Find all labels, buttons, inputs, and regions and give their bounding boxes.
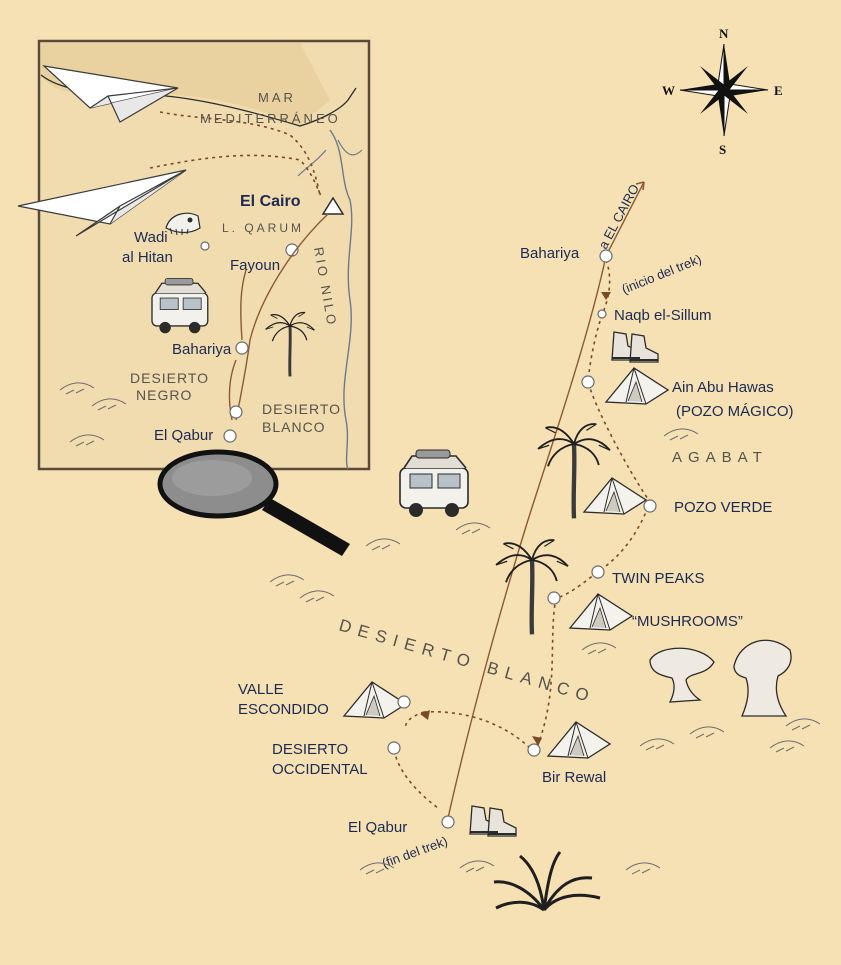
pozo-verde-label: POZO VERDE xyxy=(674,499,772,516)
van-icon xyxy=(399,449,469,518)
sea-label-line1: MAR xyxy=(258,90,296,105)
inset-route xyxy=(235,213,329,421)
ain-dot xyxy=(581,375,595,389)
naqb-label: Naqb el-Sillum xyxy=(614,307,712,324)
twin-peaks-label: TWIN PEAKS xyxy=(612,570,705,587)
inset-desierto-negro-line2: NEGRO xyxy=(136,387,192,403)
inset-wadi-line1: Wadi xyxy=(134,229,168,246)
valle-dot xyxy=(397,695,411,709)
sea-shading xyxy=(41,43,330,125)
mushrooms-dot xyxy=(547,591,561,605)
inset-desierto-blanco-line2: BLANCO xyxy=(262,419,326,435)
valle-line1: VALLE xyxy=(238,681,284,698)
el-qabur-dot xyxy=(441,815,455,829)
bir-rewal-label: Bir Rewal xyxy=(542,769,606,786)
paper-plane-icon xyxy=(42,65,179,123)
wadi-dot xyxy=(200,241,210,251)
desierto-occ-dot xyxy=(387,741,401,755)
pozo-magico-label: (POZO MÁGICO) xyxy=(676,403,794,420)
el-qabur-label: El Qabur xyxy=(348,819,407,836)
paper-plane-icon xyxy=(17,169,187,237)
inset-desierto-negro-line1: DESIERTO xyxy=(130,370,209,386)
sea-label-line2: MEDITERRÁNEO xyxy=(200,111,341,126)
cairo-marker xyxy=(321,196,345,215)
inset-l-qarum-label: L. QARUM xyxy=(222,221,304,235)
mushrooms-label: “MUSHROOMS” xyxy=(632,613,743,630)
inset-desierto-dot xyxy=(229,405,243,419)
bahariya-label: Bahariya xyxy=(520,245,580,262)
fossil-skull-icon xyxy=(165,212,201,236)
road-line xyxy=(447,181,645,819)
inset-map: MAR MEDITERRÁNEO El Cairo L. QARUM Wadi … xyxy=(17,39,371,471)
pozo-verde-dot xyxy=(643,499,657,513)
inset-fayoun-label: Fayoun xyxy=(230,257,280,274)
agabat-label: AGABAT xyxy=(672,449,768,466)
compass-north: N xyxy=(719,26,729,41)
desierto-occ-line1: DESIERTO xyxy=(272,741,348,758)
inset-el-cairo-label: El Cairo xyxy=(240,193,301,210)
magnifying-glass-icon xyxy=(157,449,350,556)
inset-el-qabur-label: El Qabur xyxy=(154,427,213,444)
inset-bahariya-label: Bahariya xyxy=(172,341,232,358)
bahariya-dot xyxy=(599,249,613,263)
desert-bush-icon xyxy=(493,851,601,912)
compass-rose-icon: N S W E xyxy=(662,26,783,157)
desierto-occ-line2: OCCIDENTAL xyxy=(272,761,368,778)
inset-desierto-blanco-line1: DESIERTO xyxy=(262,401,341,417)
van-icon xyxy=(151,277,209,334)
inset-el-qabur-dot xyxy=(223,429,237,443)
valle-line2: ESCONDIDO xyxy=(238,701,329,718)
inset-wadi-line2: al Hitan xyxy=(122,249,173,266)
compass-south: S xyxy=(719,142,726,157)
nile-river xyxy=(329,129,353,470)
compass-east: E xyxy=(774,83,783,98)
bir-rewal-dot xyxy=(527,743,541,757)
compass-west: W xyxy=(662,83,675,98)
flight-path-2 xyxy=(149,154,323,199)
inset-bahariya-dot xyxy=(235,341,249,355)
ain-label: Ain Abu Hawas xyxy=(672,379,774,396)
twin-peaks-dot xyxy=(591,565,605,579)
inset-route-2 xyxy=(240,269,247,341)
naqb-dot xyxy=(597,309,607,319)
flight-path-1 xyxy=(159,111,321,197)
mushroom-rock-icon xyxy=(649,639,792,717)
